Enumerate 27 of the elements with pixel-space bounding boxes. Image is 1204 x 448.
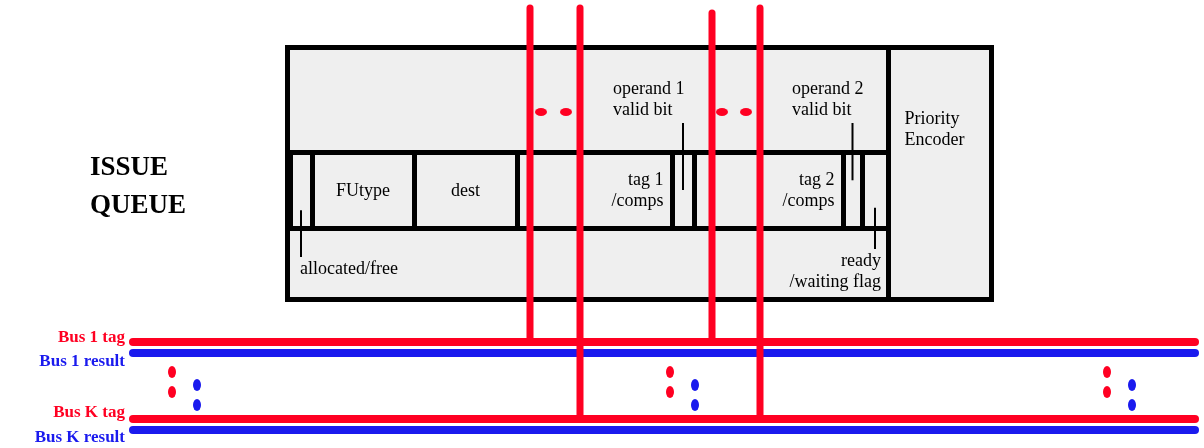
signal-line [526,4,534,341]
bus-line [129,337,1199,346]
leader-line [874,206,876,250]
signal-line [576,4,584,418]
annotation-text: ready /waiting flag [780,250,881,296]
field-label: dest [451,179,480,201]
bus-label: Bus K result [33,427,125,447]
field-label: tag 2 /comps [781,169,835,211]
annotation-text: allocated/free [300,258,425,282]
bus-label: Bus 1 tag [56,327,125,347]
bus-label: Bus K tag [52,402,125,422]
encoder-label: Priority Encoder [904,108,966,150]
bus-line [129,425,1199,434]
annotation-text: operand 2 valid bit [792,78,884,122]
bus-label: Bus 1 result [38,351,125,371]
annotation-text: operand 1 valid bit [613,78,695,122]
signal-line [708,9,716,341]
heading-text: ISSUE QUEUE [90,150,188,221]
leader-line [851,122,854,182]
issue-queue-box [285,45,994,302]
field-label: FUtype [336,179,390,201]
field-label: tag 1 /comps [610,169,664,211]
leader-line [682,122,684,191]
leader-line [300,209,302,258]
signal-line [756,4,764,418]
bus-line [129,414,1199,423]
bus-line [129,348,1199,357]
